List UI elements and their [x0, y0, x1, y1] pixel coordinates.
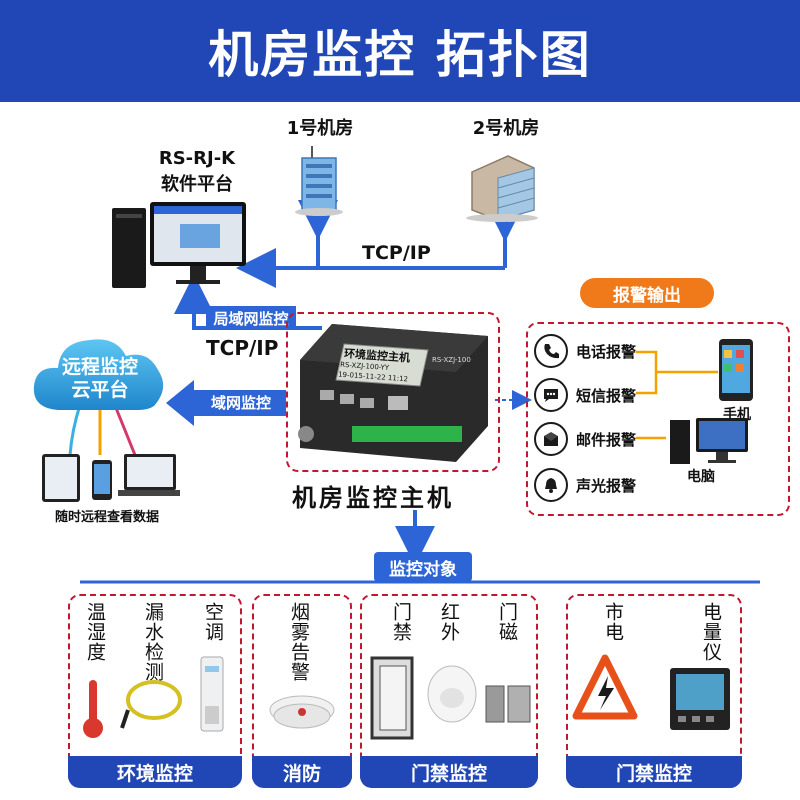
room-2-label: 2号机房 [472, 118, 540, 139]
building-2-icon [466, 155, 538, 222]
item-smoke-alarm: 烟雾告警 [288, 602, 310, 682]
item-door-magnet: 门磁 [496, 602, 518, 642]
phone-icon [534, 334, 568, 368]
power-meter-icon [670, 668, 730, 730]
aircon-icon [200, 656, 224, 732]
remote-devices-icon [42, 454, 180, 502]
pc-label: 电脑 [687, 469, 715, 485]
cloud-line-2: 云平台 [71, 379, 129, 401]
leak-cable-icon [120, 680, 182, 729]
thermometer-icon [83, 680, 103, 738]
alarm-label-sms: 短信报警 [576, 386, 637, 405]
item-infrared: 红外 [438, 602, 460, 642]
group-footer-access: 门禁监控 [360, 756, 538, 788]
objects-tag: 监控对象 [374, 552, 472, 582]
wan-arrow-icon [166, 380, 286, 426]
desktop-computer-icon [112, 202, 246, 288]
building-1-icon [295, 146, 343, 216]
alarm-item-bell: 声光报警 [534, 468, 636, 502]
room-1-label: 1号机房 [286, 118, 354, 139]
infrared-sensor-icon [427, 665, 477, 723]
alarm-pc-icon [670, 418, 748, 464]
door-magnet-icon [485, 685, 531, 723]
alarm-label-mail: 邮件报警 [576, 430, 637, 449]
group-footer-environment: 环境监控 [68, 756, 242, 788]
lan-monitor-tag: 局域网监控 [206, 306, 296, 330]
group-footer-power: 门禁监控 [566, 756, 742, 788]
software-label: RS-RJ-K 软件平台 [132, 146, 262, 198]
monitoring-host-device [298, 324, 488, 462]
alarm-item-mail: 邮件报警 [534, 422, 636, 456]
bell-icon [534, 468, 568, 502]
host-label: 机房监控主机 [292, 484, 454, 512]
item-temp-humidity: 温湿度 [84, 602, 106, 662]
software-subtitle: 软件平台 [161, 174, 233, 195]
alarm-item-sms: 短信报警 [534, 378, 636, 412]
item-leak-detect: 漏水检测 [142, 602, 164, 682]
cloud-line-1: 远程监控 [61, 356, 138, 378]
tcp-ip-top-label: TCP/IP [362, 242, 431, 264]
alarm-label-phone: 电话报警 [576, 342, 637, 361]
item-power-meter: 电量仪 [700, 602, 722, 662]
cloud-icon [33, 339, 164, 410]
item-aircon: 空调 [202, 602, 224, 642]
group-footer-fire: 消防 [252, 756, 352, 788]
mobile-phone-icon [719, 339, 753, 401]
host-dashed-box [286, 312, 500, 472]
item-mains: 市电 [602, 602, 624, 642]
alarm-output-title: 报警输出 [580, 278, 714, 308]
host-model-plate: RS-XZJ-100 [432, 356, 471, 364]
cloud-platform-label: 远程监控 云平台 [48, 356, 152, 402]
alarm-label-bell: 声光报警 [576, 476, 637, 495]
smoke-detector-icon [269, 695, 335, 729]
remote-caption: 随时远程查看数据 [54, 510, 159, 525]
tcp-ip-side-label: TCP/IP [206, 336, 279, 360]
alarm-item-phone: 电话报警 [534, 334, 636, 368]
item-access-control: 门禁 [390, 602, 412, 642]
title-bar: 机房监控 拓扑图 [0, 0, 800, 102]
door-icon [370, 656, 414, 740]
mail-icon [534, 422, 568, 456]
software-name: RS-RJ-K [158, 148, 236, 169]
page-title: 机房监控 拓扑图 [208, 26, 592, 84]
alarm-dashed-box [526, 322, 790, 516]
sms-icon [534, 378, 568, 412]
electric-hazard-icon [572, 654, 638, 720]
wan-monitor-tag: 域网监控 [210, 394, 271, 412]
